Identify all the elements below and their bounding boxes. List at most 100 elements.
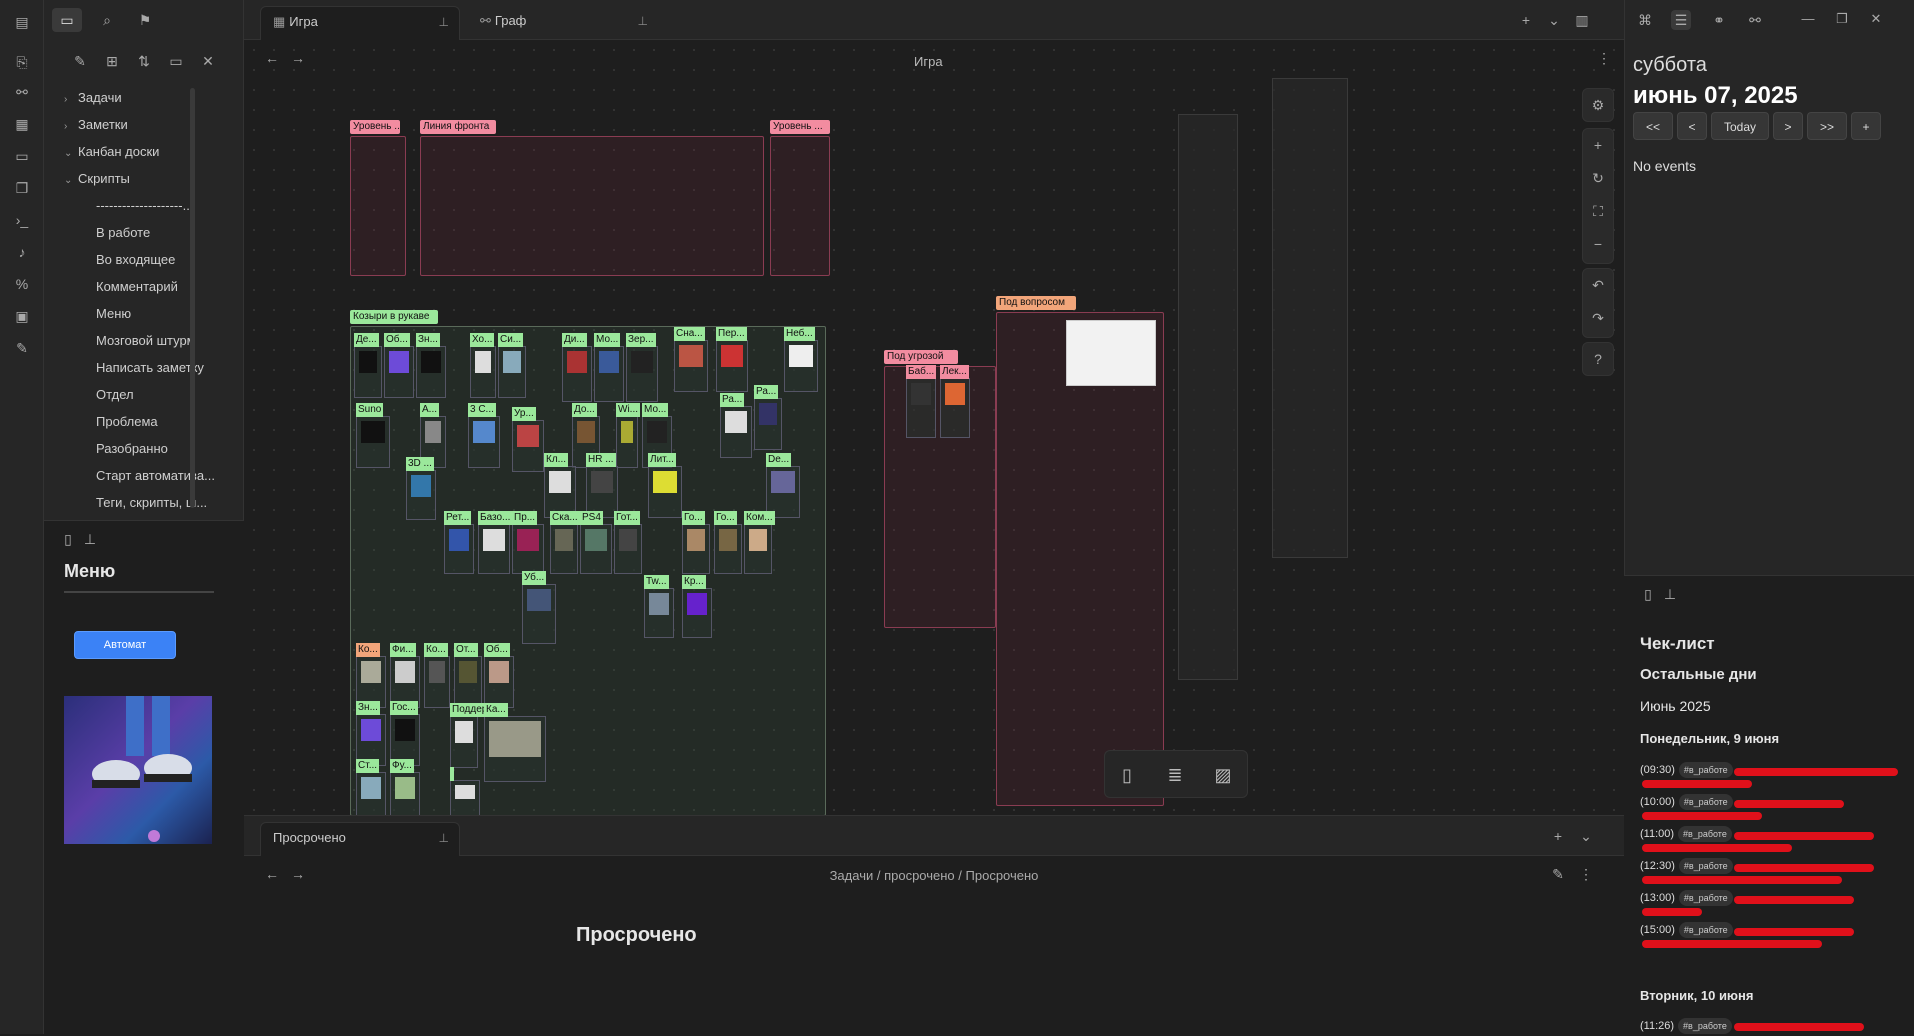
tag-badge[interactable]: #в_работе <box>1678 794 1733 810</box>
tag-badge[interactable]: #в_работе <box>1678 762 1733 778</box>
prev-year-button[interactable]: << <box>1633 112 1673 140</box>
tag-badge[interactable]: #в_работе <box>1678 1018 1732 1034</box>
redo-icon[interactable]: ↷ <box>1592 310 1604 326</box>
canvas-icon[interactable]: ▦ <box>15 116 29 132</box>
tag-badge[interactable]: #в_работе <box>1678 890 1733 906</box>
event-row[interactable]: (15:00)#в_работе <box>1640 920 1733 940</box>
add-event-button[interactable]: + <box>1851 112 1881 140</box>
empty-card-strip[interactable] <box>1178 114 1238 680</box>
folder-notes[interactable]: ›Заметки <box>64 117 128 132</box>
tab-graph[interactable]: ⚯Граф ⊥ <box>468 6 658 40</box>
file-item[interactable]: Теги, скрипты, ш... <box>96 495 208 510</box>
card[interactable]: Ком... <box>744 511 775 574</box>
tag-badge[interactable]: #в_работе <box>1678 826 1732 842</box>
file-item[interactable]: Отдел <box>96 387 134 402</box>
new-note-icon[interactable]: ✎ <box>74 53 86 69</box>
card[interactable]: Неб... <box>784 327 818 392</box>
settings-icon[interactable]: ⚙ <box>1591 97 1605 113</box>
card[interactable]: Ко... <box>424 643 450 708</box>
file-item[interactable]: В работе <box>96 225 151 240</box>
group-question[interactable] <box>996 312 1164 806</box>
canvas-view[interactable]: ← → Игра ⋮ Уровень ... Линия фронта Уров… <box>244 40 1624 815</box>
card[interactable]: Уб... <box>522 571 556 644</box>
back-icon[interactable]: ← <box>265 50 279 66</box>
templates-icon[interactable]: ❐ <box>15 180 29 196</box>
file-item[interactable]: Мозговой штурм <box>96 333 196 348</box>
outline-icon[interactable]: ☰ <box>1671 10 1691 30</box>
card[interactable]: Рет... <box>444 511 474 574</box>
card[interactable]: От... <box>454 643 482 708</box>
pin-icon[interactable]: ⊥ <box>1663 586 1677 602</box>
card[interactable]: Tw... <box>644 575 674 638</box>
breadcrumb-item[interactable]: просрочено <box>884 868 955 883</box>
file-icon[interactable]: ▯ <box>64 531 72 547</box>
file-item[interactable]: Старт автоматиза... <box>96 468 215 483</box>
card[interactable]: 3D ... <box>406 457 436 520</box>
undo-icon[interactable]: ↶ <box>1592 277 1604 293</box>
file-item[interactable]: Проблема <box>96 414 158 429</box>
pin-icon[interactable]: ⊥ <box>438 831 449 845</box>
sort-icon[interactable]: ⇅ <box>138 53 150 69</box>
group-label[interactable]: Уровень ... <box>350 120 400 134</box>
open-switcher-icon[interactable]: ⎘ <box>16 54 28 70</box>
group-label[interactable]: Уровень ... <box>770 120 830 134</box>
card[interactable] <box>450 767 480 815</box>
card[interactable]: Зн... <box>416 333 446 398</box>
pin-icon[interactable]: ⊥ <box>83 531 97 547</box>
card[interactable]: Гот... <box>614 511 642 574</box>
restore-icon[interactable]: ❐ <box>1836 11 1848 26</box>
card[interactable]: Мо... <box>594 333 624 402</box>
tag-badge[interactable]: #в_работе <box>1678 858 1733 874</box>
outgoing-links-icon[interactable]: ⚯ <box>1749 12 1761 28</box>
card[interactable]: Wi... <box>616 403 640 468</box>
add-note-icon[interactable]: ≣ <box>1167 765 1183 785</box>
card[interactable]: Го... <box>682 511 710 574</box>
card[interactable]: Си... <box>498 333 526 398</box>
card[interactable]: Баб... <box>906 365 937 438</box>
breadcrumb-item[interactable]: Просрочено <box>965 868 1039 883</box>
group-level1[interactable] <box>350 136 406 276</box>
card[interactable]: Кр... <box>682 575 712 638</box>
card[interactable]: Кл... <box>544 453 576 518</box>
group-front-line[interactable] <box>420 136 764 276</box>
card[interactable]: Зн... <box>356 701 386 766</box>
group-level2[interactable] <box>770 136 830 276</box>
event-row[interactable]: (11:00)#в_работе <box>1640 824 1732 844</box>
audio-recorder-icon[interactable]: ♪ <box>18 244 26 260</box>
tag-badge[interactable]: #в_работе <box>1678 922 1733 938</box>
card[interactable]: Пр... <box>512 511 544 574</box>
calendar-icon[interactable]: ▭ <box>15 148 29 164</box>
card[interactable]: Гос... <box>390 701 420 766</box>
sidebar-scrollbar[interactable] <box>190 88 195 508</box>
zoom-in-icon[interactable]: + <box>1593 137 1603 153</box>
card[interactable]: Об... <box>484 643 514 708</box>
forward-icon[interactable]: → <box>291 50 305 66</box>
card[interactable]: Лек... <box>940 365 970 438</box>
slides-icon[interactable]: ▣ <box>15 308 29 324</box>
more-options-icon[interactable]: ⋮ <box>1579 866 1593 882</box>
bookmarks-tab-icon[interactable]: ⚑ <box>138 12 152 28</box>
files-tab-icon[interactable]: ▭ <box>52 8 82 32</box>
edit-icon[interactable]: ✎ <box>16 340 28 356</box>
card[interactable]: Ра... <box>754 385 782 450</box>
graph-view-icon[interactable]: ⚯ <box>16 84 28 100</box>
pin-icon[interactable]: ⊥ <box>438 15 449 29</box>
search-tab-icon[interactable]: ⌕ <box>103 12 111 28</box>
card[interactable]: Базо... <box>478 511 513 574</box>
back-icon[interactable]: ← <box>265 866 279 882</box>
help-icon[interactable]: ? <box>1594 351 1602 367</box>
zoom-to-fit-icon[interactable]: ⛶ <box>1593 203 1603 219</box>
card[interactable]: Го... <box>714 511 742 574</box>
card[interactable]: HR ... <box>586 453 618 518</box>
tab-list-icon[interactable]: ⌄ <box>1548 12 1560 28</box>
reset-zoom-icon[interactable]: ↻ <box>1592 170 1604 186</box>
next-button[interactable]: > <box>1773 112 1803 140</box>
event-row[interactable]: (13:00)#в_работе <box>1640 888 1733 908</box>
file-item[interactable]: Комментарий <box>96 279 178 294</box>
group-label[interactable]: Козыри в рукаве <box>350 310 438 324</box>
card[interactable]: Фи... <box>390 643 420 708</box>
forward-icon[interactable]: → <box>291 866 305 882</box>
card[interactable]: Поддерж... <box>450 703 505 768</box>
tags-icon[interactable]: ⌘ <box>1638 12 1652 28</box>
card[interactable]: Сна... <box>674 327 708 392</box>
